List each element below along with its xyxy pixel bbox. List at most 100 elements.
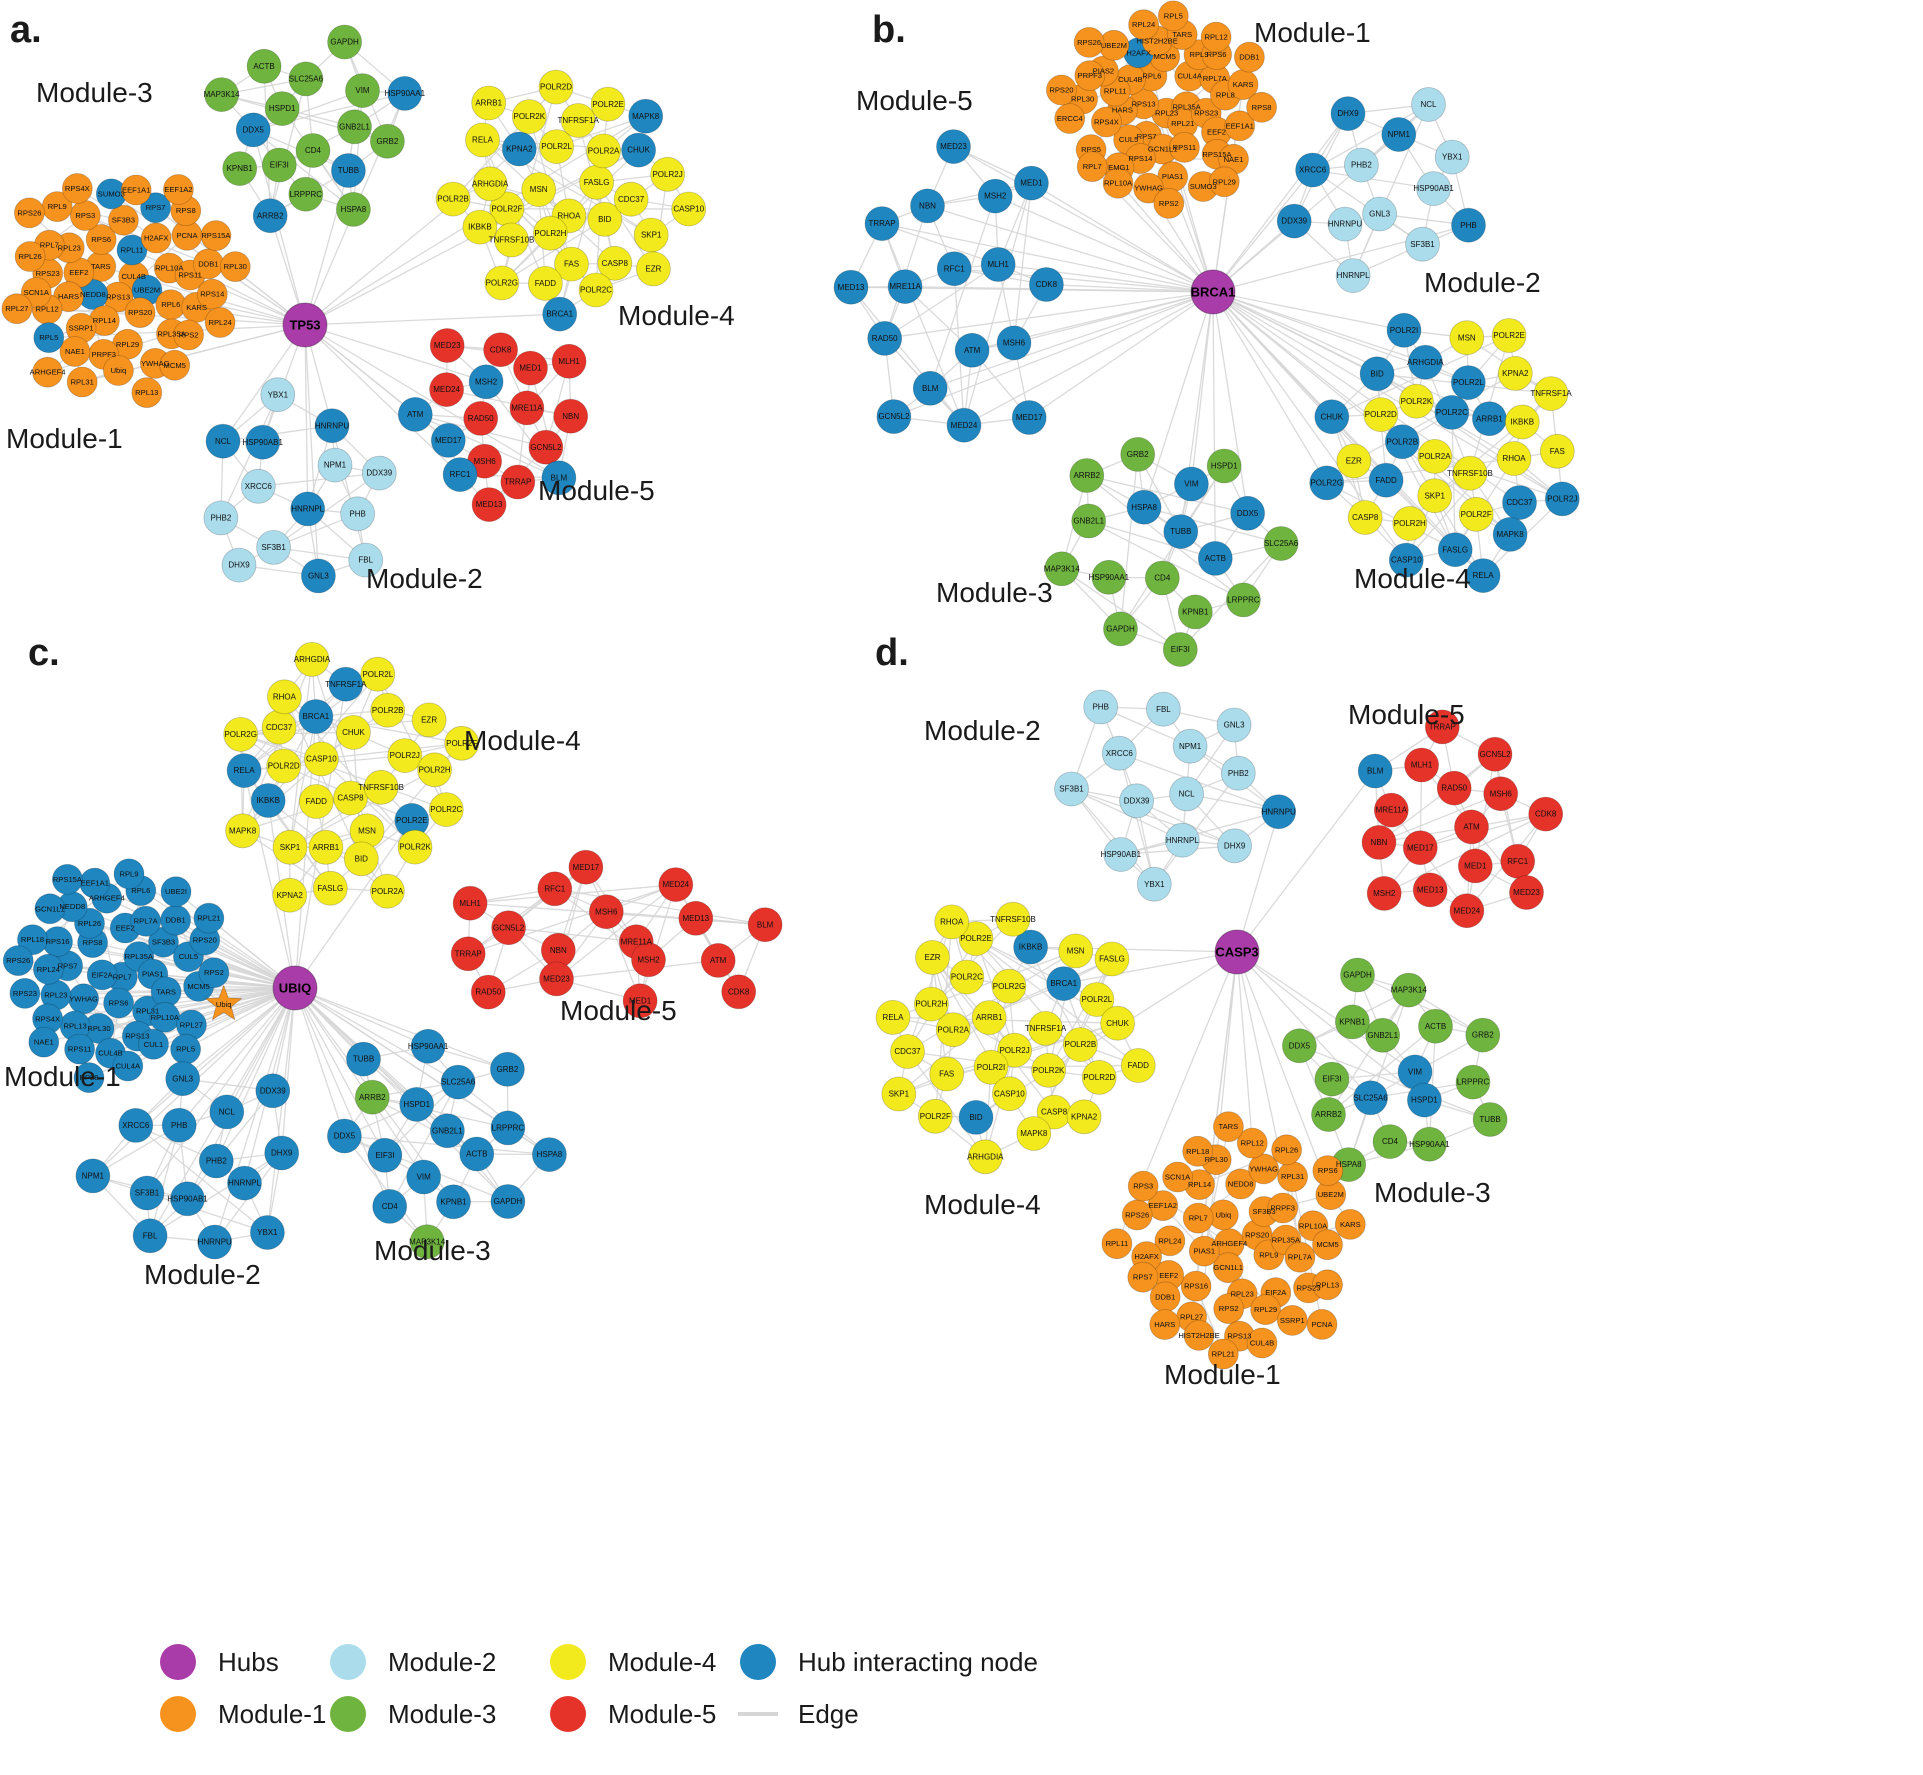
node-HNRNPU	[1327, 206, 1363, 242]
node-RPL31	[1277, 1161, 1308, 1192]
node-TUBB	[1472, 1102, 1508, 1137]
node-MSN	[521, 172, 557, 208]
node-MSH2	[631, 942, 666, 978]
node-RPL18	[1182, 1135, 1214, 1167]
edge	[1198, 951, 1238, 1337]
edge	[884, 263, 999, 340]
node-MED23	[429, 328, 465, 363]
module-label: Module-4	[464, 725, 581, 756]
node-ARRB1	[1472, 401, 1507, 437]
node-RPL12	[1236, 1127, 1268, 1159]
node-NPM1	[75, 1158, 111, 1194]
node-MRE11A	[887, 269, 923, 305]
node-POLR2B	[1384, 424, 1420, 460]
node-SSRP1	[1276, 1305, 1308, 1336]
legend-swatch	[160, 1644, 196, 1680]
module-label: Module-1	[4, 1061, 121, 1092]
module-label: Module-2	[144, 1259, 261, 1290]
node-TRRAP	[864, 206, 900, 242]
legend-swatch	[160, 1696, 196, 1732]
node-HSPD1	[399, 1087, 435, 1122]
edge	[294, 987, 509, 1070]
node-CASP8	[597, 245, 633, 281]
node-MED17	[568, 849, 604, 885]
node-YBX1	[260, 377, 296, 413]
node-NPM1	[1172, 728, 1208, 764]
node-GCN5L2	[491, 910, 527, 946]
module-label: Module-4	[924, 1189, 1041, 1220]
node-MSN	[1058, 933, 1094, 969]
node-POLR2K	[397, 829, 433, 865]
edge	[371, 1096, 478, 1155]
edge	[881, 222, 999, 266]
node-MSH2	[977, 178, 1013, 214]
node-DDB1	[1234, 41, 1265, 73]
node-POLR2G	[1309, 465, 1345, 501]
edge	[389, 1081, 459, 1208]
node-POLR2D	[538, 69, 574, 105]
node-HNRNPL	[227, 1165, 262, 1201]
module-label: Module-5	[538, 475, 655, 506]
node-YBX1	[249, 1215, 285, 1250]
node-KPNA2	[272, 877, 308, 913]
edge	[152, 987, 296, 1045]
node-NBN	[910, 188, 945, 224]
edge	[320, 758, 416, 848]
node-POLR2C	[578, 272, 614, 308]
node-GCN5L2	[876, 399, 912, 435]
node-POLR2L	[1450, 365, 1486, 401]
node-RPS6	[85, 224, 117, 255]
node-XRCC6	[1295, 152, 1330, 188]
node-ARHGDIA	[294, 642, 330, 677]
node-HNRNPU	[197, 1224, 233, 1260]
node-BRCA1	[542, 296, 578, 332]
node-DHX9	[221, 547, 257, 583]
node-VIM	[345, 73, 380, 108]
node-SKP1	[272, 829, 308, 865]
node-POLR2E	[1491, 318, 1527, 353]
legend-item: Module-4	[550, 1644, 716, 1680]
module-label: Module-5	[1348, 699, 1465, 730]
node-ATM	[1454, 809, 1489, 845]
node-MED17	[430, 422, 466, 458]
node-POLR2A	[586, 133, 621, 169]
hub-TP53	[282, 302, 328, 348]
node-FADD	[528, 265, 563, 301]
node-RPL13	[1312, 1269, 1343, 1301]
node-ARRB1	[471, 85, 507, 121]
node-MED24	[429, 372, 465, 408]
node-TNFRSF10B	[995, 901, 1031, 937]
edge	[304, 324, 560, 479]
node-RPS26	[1121, 1199, 1153, 1231]
edge	[1030, 182, 1214, 293]
node-TRRAP	[500, 464, 536, 500]
node-POLR2A	[1417, 438, 1453, 474]
node-CDK8	[1528, 796, 1564, 832]
edge	[1212, 291, 1484, 577]
node-MED17	[1011, 400, 1047, 435]
node-GRB2	[489, 1051, 525, 1087]
node-H2AFX	[140, 222, 172, 254]
module-label: Module-3	[1374, 1177, 1491, 1208]
node-GRB2	[1465, 1017, 1501, 1053]
node-DHX9	[264, 1135, 300, 1171]
edge	[1061, 568, 1181, 651]
node-HSP90AA1	[1091, 559, 1127, 595]
node-CUL4B	[1246, 1327, 1278, 1359]
node-RPL11	[1101, 1228, 1133, 1260]
edge	[182, 987, 296, 1080]
node-RPS2	[1153, 187, 1185, 219]
edge	[1311, 169, 1435, 190]
node-POLR2D	[266, 748, 302, 784]
node-RPL7	[1076, 151, 1108, 183]
node-EIF3I	[367, 1137, 403, 1173]
node-RPL21	[193, 902, 225, 934]
node-KPNB1	[1177, 594, 1213, 630]
legend-item: Module-3	[330, 1696, 496, 1732]
node-POLR2J	[997, 1032, 1032, 1068]
node-HNRNPL	[1164, 822, 1200, 858]
legend-label: Module-2	[388, 1647, 496, 1677]
node-VIM	[406, 1159, 442, 1195]
